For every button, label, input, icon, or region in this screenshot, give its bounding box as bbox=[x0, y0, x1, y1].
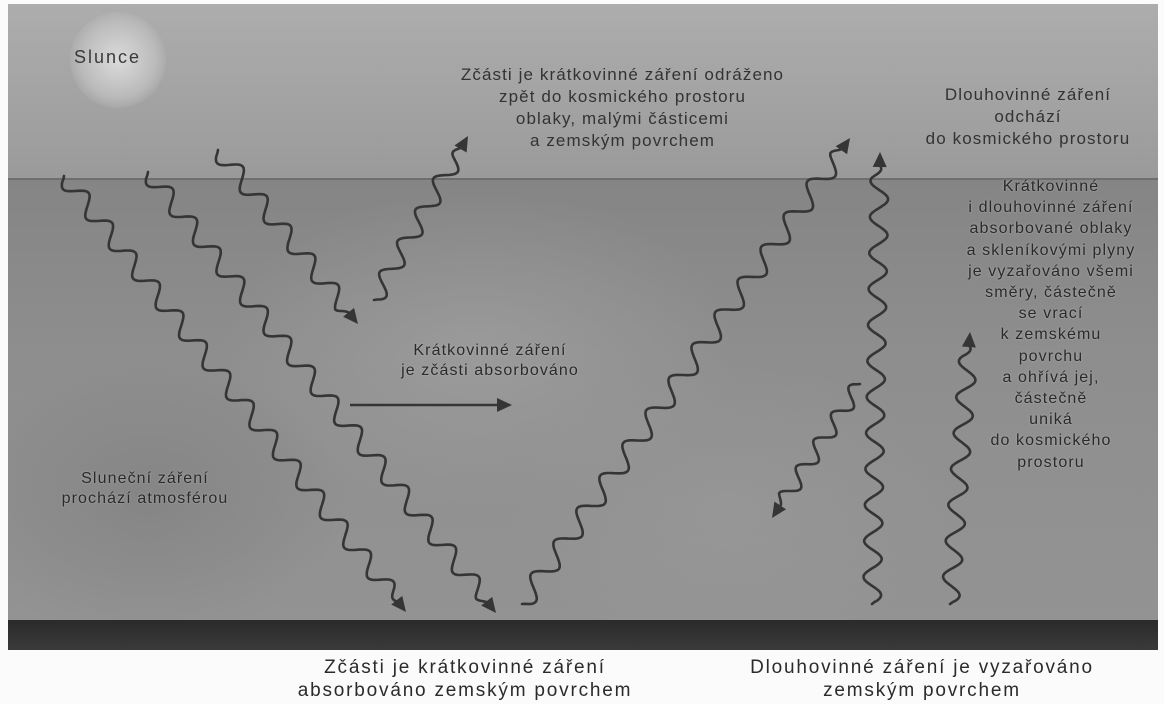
incoming-solar-radiation-arrow bbox=[216, 150, 358, 324]
incoming-solar-radiation-arrow-line bbox=[216, 150, 350, 314]
incoming-solar-radiation-arrow-line bbox=[62, 176, 397, 601]
caption-line: Krátkovinné záření bbox=[385, 341, 595, 361]
outgoing-longwave-arrow-line bbox=[864, 166, 888, 604]
surface-absorption-caption: Zčásti je krátkovinné záření absorbováno… bbox=[250, 656, 680, 702]
back-radiation-arrow-line bbox=[779, 384, 860, 506]
caption-line: uniká bbox=[944, 409, 1158, 430]
sun-label: Slunce bbox=[74, 47, 141, 68]
outgoing-longwave-arrow-head bbox=[873, 152, 887, 167]
caption-line: zpět do kosmického prostoru bbox=[430, 86, 815, 108]
caption-line: Zčásti je krátkovinné záření odráženo bbox=[430, 64, 815, 86]
caption-line: Krátkovinné bbox=[944, 176, 1158, 197]
caption-line: se vrací bbox=[944, 303, 1158, 324]
caption-line: Sluneční záření bbox=[30, 469, 260, 489]
reflected-shortwave-caption: Zčásti je krátkovinné záření odráženo zp… bbox=[430, 64, 815, 152]
caption-line: do kosmického bbox=[944, 430, 1158, 451]
caption-line: a ohřívá jej, bbox=[944, 367, 1158, 388]
incoming-solar-radiation-arrow-line bbox=[146, 172, 488, 602]
outgoing-longwave-arrow bbox=[864, 152, 888, 604]
absorbed-shortwave-arrow bbox=[350, 398, 512, 412]
caption-line: Dlouhovinné záření je vyzařováno bbox=[712, 656, 1132, 679]
caption-line: prochází atmosférou bbox=[30, 489, 260, 509]
back-radiation-arrow bbox=[772, 384, 860, 518]
reflected-shortwave-arrow bbox=[374, 136, 468, 300]
caption-line: částečně bbox=[944, 388, 1158, 409]
caption-line: odchází bbox=[900, 106, 1156, 128]
caption-line: i dlouhovinné záření bbox=[944, 197, 1158, 218]
caption-line: Zčásti je krátkovinné záření bbox=[250, 656, 680, 679]
caption-line: a skleníkovými plyny bbox=[944, 240, 1158, 261]
absorbed-shortwave-arrow-head bbox=[497, 398, 512, 412]
caption-line: a zemským povrchem bbox=[430, 130, 815, 152]
caption-line: směry, částečně bbox=[944, 282, 1158, 303]
surface-emission-caption: Dlouhovinné záření je vyzařováno zemským… bbox=[712, 656, 1132, 702]
caption-line: povrchu bbox=[944, 346, 1158, 367]
caption-line: zemským povrchem bbox=[712, 679, 1132, 702]
caption-line: absorbované oblaky bbox=[944, 218, 1158, 239]
back-radiation-arrow-head bbox=[772, 502, 786, 518]
caption-line: k zemskému bbox=[944, 324, 1158, 345]
absorbed-reemitted-caption: Krátkovinné i dlouhovinné záření absorbo… bbox=[944, 176, 1158, 473]
surface-reflected-shortwave-arrow-head bbox=[836, 138, 850, 154]
caption-line: Dlouhovinné záření bbox=[900, 84, 1156, 106]
longwave-escapes-caption: Dlouhovinné záření odchází do kosmického… bbox=[900, 84, 1156, 150]
solar-radiation-caption: Sluneční záření prochází atmosférou bbox=[30, 469, 260, 509]
caption-line: oblaky, malými částicemi bbox=[430, 108, 815, 130]
atmosphere-absorption-caption: Krátkovinné záření je zčásti absorbováno bbox=[385, 341, 595, 381]
incoming-solar-radiation-arrow bbox=[62, 176, 406, 612]
incoming-solar-radiation-arrow-head bbox=[481, 597, 496, 613]
incoming-solar-radiation-arrow bbox=[146, 172, 496, 613]
caption-line: je zčásti absorbováno bbox=[385, 361, 595, 381]
reflected-shortwave-arrow-line bbox=[374, 147, 462, 300]
caption-line: do kosmického prostoru bbox=[900, 128, 1156, 150]
caption-line: absorbováno zemským povrchem bbox=[250, 679, 680, 702]
caption-line: prostoru bbox=[944, 452, 1158, 473]
caption-line: je vyzařováno všemi bbox=[944, 261, 1158, 282]
